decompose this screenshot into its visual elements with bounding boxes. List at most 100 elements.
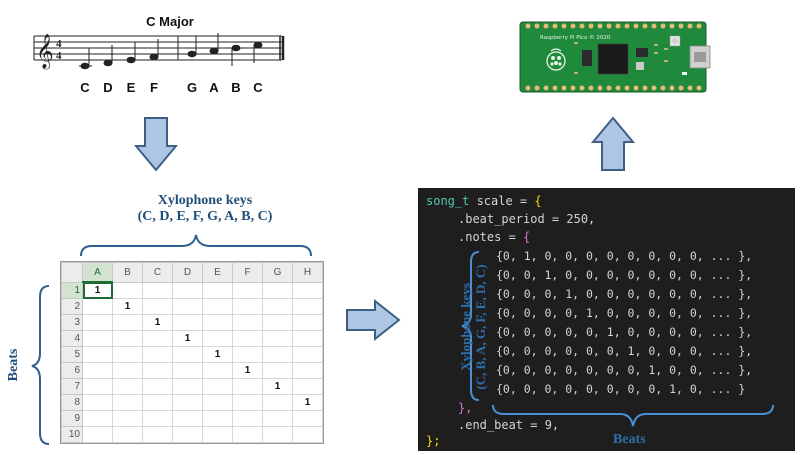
cell[interactable] [202,314,233,331]
cell[interactable] [142,394,173,411]
cell[interactable] [202,378,233,395]
cell[interactable] [202,330,233,347]
cell[interactable] [172,281,203,299]
cell[interactable]: 1 [82,281,113,299]
cell[interactable] [112,378,143,395]
column-header[interactable]: D [172,262,203,283]
cell[interactable] [292,426,323,443]
column-header[interactable]: B [112,262,143,283]
cell[interactable] [202,281,233,299]
cell[interactable] [292,410,323,427]
cell[interactable] [172,362,203,379]
cell[interactable] [82,394,113,411]
cell[interactable] [172,426,203,443]
cell[interactable] [232,426,263,443]
cell[interactable] [142,298,173,315]
cell[interactable]: 1 [262,378,293,395]
cell[interactable] [172,394,203,411]
cell[interactable] [142,330,173,347]
cell[interactable] [82,378,113,395]
cell[interactable] [202,426,233,443]
cell[interactable]: 1 [172,330,203,347]
row-header[interactable]: 6 [61,362,83,379]
cell[interactable] [232,378,263,395]
cell[interactable] [262,426,293,443]
cell[interactable]: 1 [142,314,173,331]
cell[interactable] [172,314,203,331]
row-header[interactable]: 4 [61,330,83,347]
row-header[interactable]: 9 [61,410,83,427]
cell[interactable] [142,426,173,443]
cell[interactable] [262,298,293,315]
cell[interactable]: 1 [112,298,143,315]
cell[interactable] [292,362,323,379]
cell[interactable] [202,394,233,411]
cell[interactable] [232,298,263,315]
cell[interactable] [202,298,233,315]
cell[interactable] [262,362,293,379]
cell[interactable] [82,298,113,315]
cell[interactable] [112,346,143,363]
cell[interactable] [142,281,173,299]
cell[interactable] [112,314,143,331]
cell[interactable] [112,281,143,299]
cell[interactable] [292,346,323,363]
corner-cell[interactable] [61,262,83,283]
cell[interactable] [112,394,143,411]
cell[interactable] [232,330,263,347]
cell[interactable] [262,330,293,347]
cell[interactable] [142,410,173,427]
row-header[interactable]: 10 [61,426,83,443]
cell[interactable] [202,410,233,427]
cell[interactable] [262,346,293,363]
cell[interactable]: 1 [292,394,323,411]
cell[interactable] [262,394,293,411]
column-header[interactable]: F [232,262,263,283]
cell[interactable] [292,281,323,299]
row-header[interactable]: 5 [61,346,83,363]
row-header[interactable]: 2 [61,298,83,315]
cell[interactable] [112,330,143,347]
cell[interactable] [262,281,293,299]
cell[interactable] [82,330,113,347]
cell[interactable] [142,346,173,363]
column-header[interactable]: C [142,262,173,283]
cell[interactable] [82,314,113,331]
cell[interactable] [292,330,323,347]
cell[interactable] [292,298,323,315]
cell[interactable] [262,410,293,427]
cell[interactable] [292,378,323,395]
cell[interactable]: 1 [232,362,263,379]
cell[interactable] [112,362,143,379]
cell[interactable] [232,281,263,299]
cell[interactable] [232,314,263,331]
cell[interactable] [232,394,263,411]
cell[interactable] [142,378,173,395]
cell[interactable] [292,314,323,331]
cell[interactable] [232,346,263,363]
cell[interactable] [82,426,113,443]
column-header[interactable]: H [292,262,323,283]
row-header[interactable]: 8 [61,394,83,411]
cell[interactable] [262,314,293,331]
cell[interactable] [112,426,143,443]
column-header[interactable]: G [262,262,293,283]
cell[interactable] [172,410,203,427]
cell[interactable] [82,362,113,379]
row-header[interactable]: 7 [61,378,83,395]
cell[interactable] [172,378,203,395]
note-label: B [231,80,241,95]
cell[interactable] [232,410,263,427]
cell[interactable] [82,346,113,363]
row-header[interactable]: 1 [61,281,83,299]
column-header[interactable]: E [202,262,233,283]
cell[interactable] [82,410,113,427]
column-header[interactable]: A [82,262,113,283]
cell[interactable] [172,298,203,315]
cell[interactable] [172,346,203,363]
row-header[interactable]: 3 [61,314,83,331]
cell[interactable]: 1 [202,346,233,363]
cell[interactable] [202,362,233,379]
cell[interactable] [142,362,173,379]
cell[interactable] [112,410,143,427]
